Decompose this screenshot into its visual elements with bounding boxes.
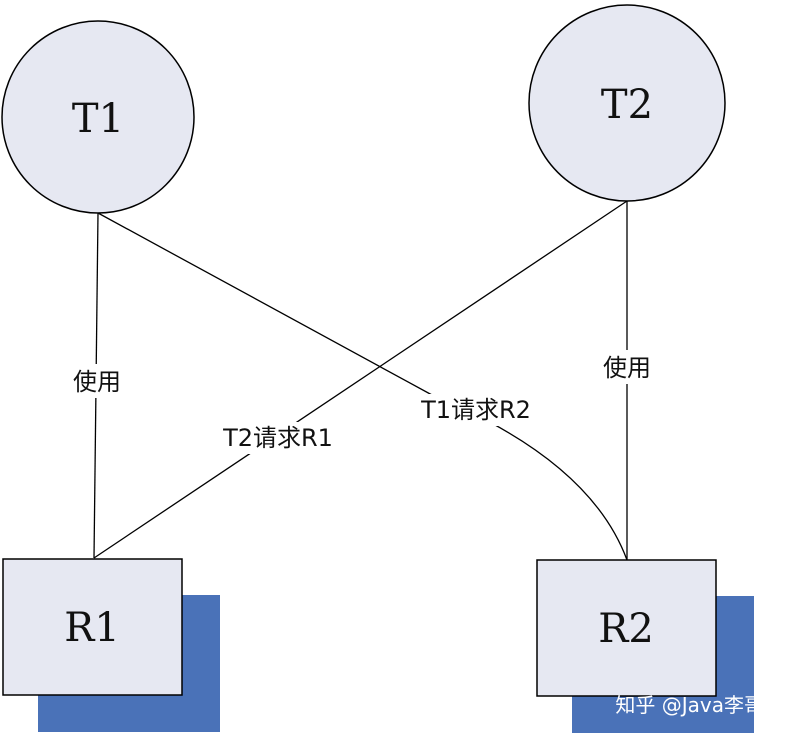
edge-label-t2-r1: T2请求R1 <box>222 424 333 452</box>
resource-box-r2 <box>536 559 717 697</box>
process-label-t1: T1 <box>72 96 124 142</box>
watermark-text: 知乎 @Java李哥 <box>615 693 764 717</box>
edge-t2-requests-r1 <box>93 200 628 559</box>
process-node-t2: T2 <box>528 4 726 202</box>
resource-box-r1 <box>2 558 183 696</box>
edge-label-t1-r2: T1请求R2 <box>420 396 531 424</box>
process-circle-t1 <box>1 20 195 214</box>
process-circle-t2 <box>528 4 726 202</box>
resource-label-r1: R1 <box>64 605 120 651</box>
process-node-t1: T1 <box>1 20 195 214</box>
edge-label-t2-r2: 使用 <box>603 354 651 382</box>
resource-label-r2: R2 <box>598 606 654 652</box>
resource-node-r2: R2 <box>536 559 754 733</box>
edge-label-t1-r1: 使用 <box>73 368 121 396</box>
process-label-t2: T2 <box>601 82 653 128</box>
resource-node-r1: R1 <box>2 558 220 732</box>
edge-t1-requests-r2 <box>97 212 628 561</box>
